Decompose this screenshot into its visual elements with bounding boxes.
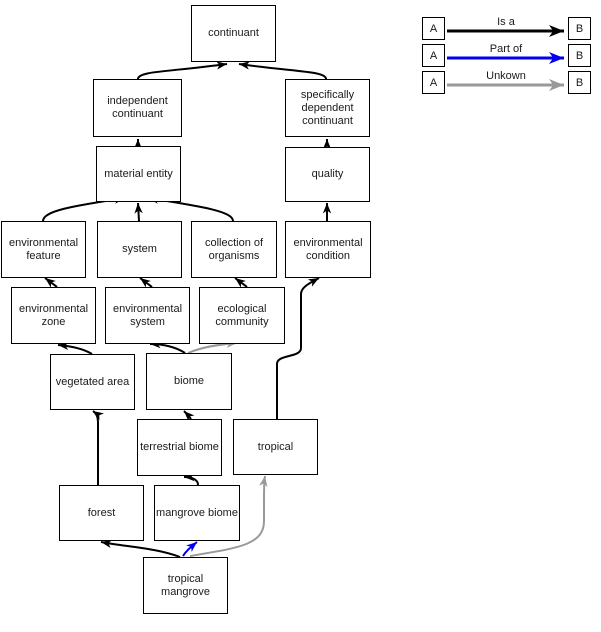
node-environmental-zone: environmental zone (11, 287, 96, 344)
node-terrestrial-biome: terrestrial biome (137, 419, 222, 476)
node-mangrove-biome: mangrove biome (154, 485, 240, 541)
edge-biome-to-environmental-system (149, 339, 186, 354)
edge-mangrove-biome-to-terrestrial-biome (183, 472, 199, 486)
node-material-entity: material entity (96, 146, 181, 202)
edge-terrestrial-biome-to-biome (183, 410, 195, 422)
edge-tropical-mangrove-to-tropical (189, 475, 268, 557)
legend-part-of-from-box: A (422, 44, 445, 67)
edge-system-to-material-entity (134, 202, 143, 222)
node-environmental-system: environmental system (105, 287, 190, 344)
edge-tropical-mangrove-to-forest (100, 539, 181, 558)
edge-vegetated-area-to-environmental-zone (57, 341, 93, 355)
node-independent-continuant: independent continuant (93, 79, 182, 137)
node-system: system (97, 221, 182, 278)
edge-environmental-system-to-system (139, 277, 153, 288)
legend-part-of-label: Part of (489, 43, 523, 55)
node-forest: forest (59, 485, 144, 541)
node-environmental-feature: environmental feature (1, 221, 86, 278)
legend-unknown-to-box: B (568, 71, 591, 94)
legend-is-a-to-box: B (568, 17, 591, 40)
legend-part-of-to-box: B (568, 44, 591, 67)
edge-tropical-mangrove-to-mangrove-biome (182, 541, 198, 557)
node-tropical-mangrove: tropical mangrove (143, 557, 228, 614)
node-specifically-dependent-continuant: specifically dependent continuant (285, 79, 370, 137)
edge-forest-to-vegetated-area (92, 410, 105, 485)
legend-is-a-label: Is a (497, 16, 515, 28)
edge-ecological-community-to-collection-of-organisms (234, 277, 248, 288)
edge-tropical-to-environmental-condition (276, 277, 320, 419)
legend-unknown-from-box: A (422, 71, 445, 94)
node-ecological-community: ecological community (199, 287, 285, 344)
edge-biome-to-ecological-community (187, 339, 238, 354)
node-environmental-condition: environmental condition (285, 221, 371, 278)
edge-independent-continuant-to-continuant (137, 61, 228, 80)
legend-unknown-label: Unkown (486, 70, 526, 82)
node-quality: quality (285, 147, 370, 202)
edge-environmental-zone-to-environmental-feature (44, 277, 58, 288)
node-vegetated-area: vegetated area (50, 354, 135, 410)
node-collection-of-organisms: collection of organisms (191, 221, 277, 278)
edge-specifically-dependent-continuant-to-continuant (238, 61, 327, 80)
node-tropical: tropical (233, 419, 318, 475)
legend-is-a-from-box: A (422, 17, 445, 40)
node-continuant: continuant (191, 5, 276, 62)
node-biome: biome (146, 353, 232, 410)
